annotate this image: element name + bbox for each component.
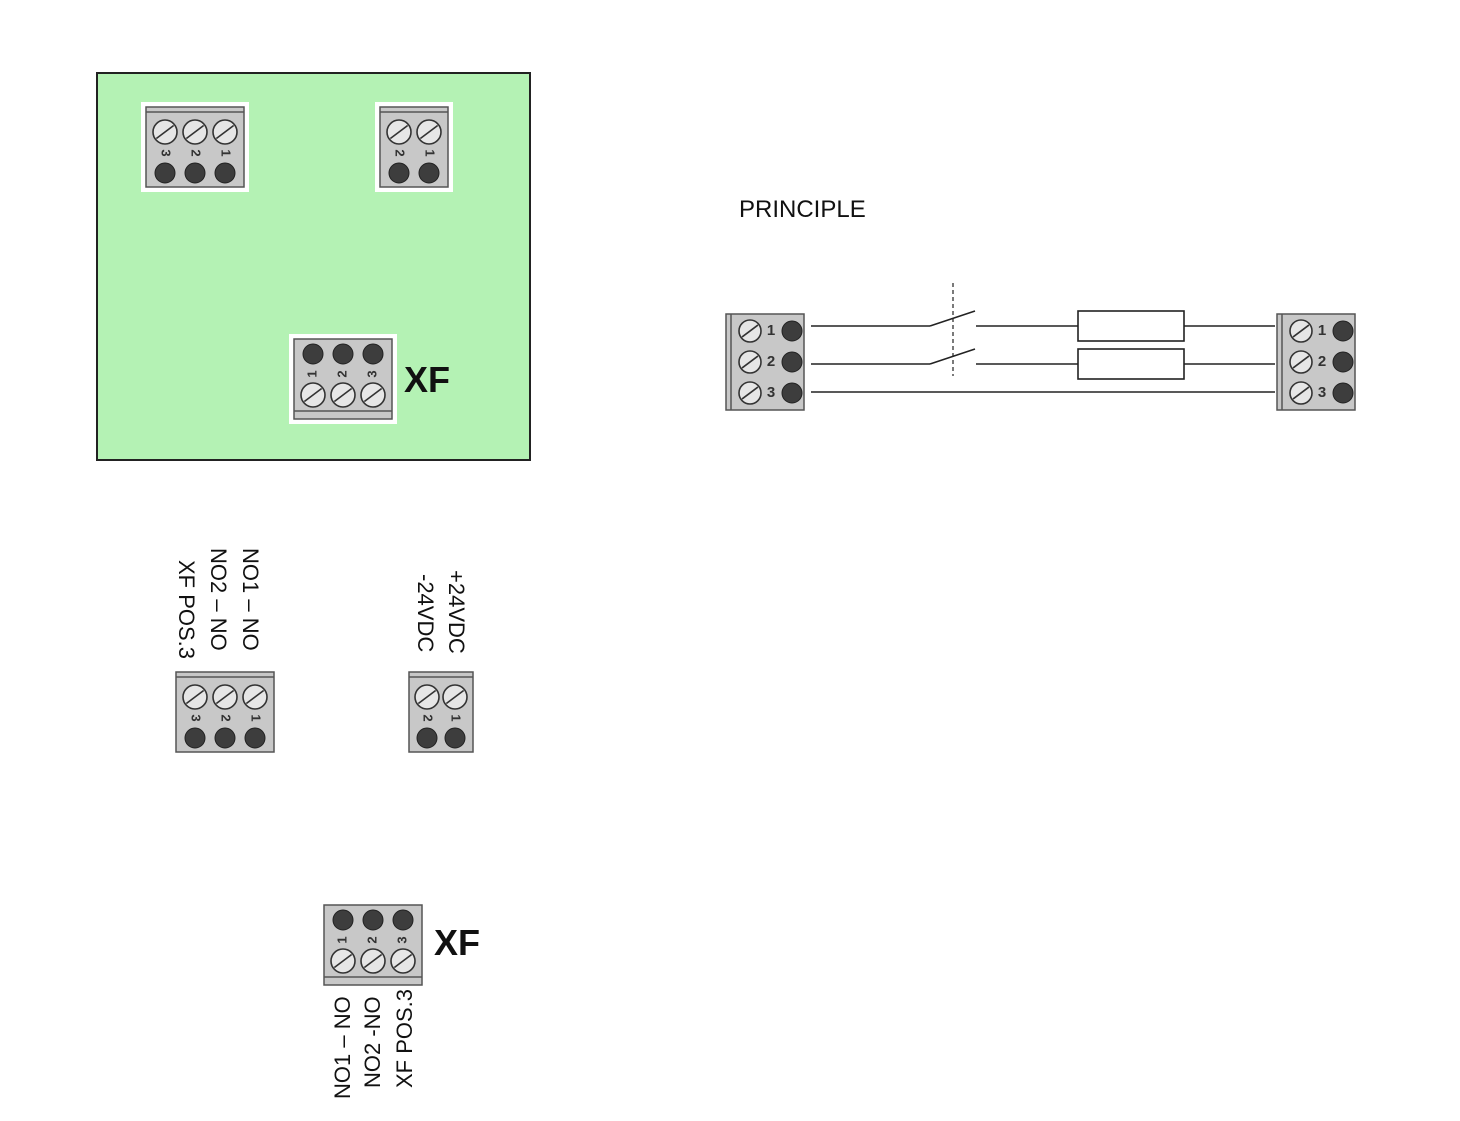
- detail-connector-3pin: 3 2 1: [175, 671, 275, 753]
- principle-right-terminal: 1 2 3: [1276, 313, 1356, 411]
- screw-slot: [1292, 386, 1310, 400]
- pin-number: 2: [421, 714, 436, 721]
- screw-slot: [1292, 324, 1310, 338]
- wire-hole-icon: [1332, 382, 1354, 404]
- detail-3pin-label-1: NO1 – NO: [238, 548, 263, 651]
- detail-xf-label-1: NO1 – NO: [330, 996, 355, 1099]
- detail-3pin-label-2: NO2 – NO: [206, 548, 231, 651]
- detail-3pin-label-3: XF POS.3: [174, 560, 199, 659]
- screw-slot: [741, 386, 759, 400]
- screw-slot: [419, 124, 439, 140]
- principle-wires: [811, 283, 1275, 393]
- wire-hole-icon: [332, 909, 354, 931]
- pin-number: 1: [219, 149, 234, 156]
- screw-slot: [445, 689, 465, 705]
- pin-number: 1: [334, 936, 349, 943]
- detail-2pin-label-1: +24VDC: [444, 570, 469, 654]
- pin-number: 2: [393, 149, 408, 156]
- wire-hole-icon: [388, 162, 410, 184]
- detail-connector-xf: 1 2 3: [323, 904, 423, 986]
- pin-number: 3: [364, 370, 379, 377]
- wire-hole-icon: [1332, 320, 1354, 342]
- wire-hole-icon: [184, 727, 206, 749]
- screw-slot: [333, 953, 353, 969]
- pin-number: 1: [423, 149, 438, 156]
- screw-slot: [303, 387, 323, 403]
- pin-number: 1: [304, 370, 319, 377]
- wire-hole-icon: [214, 727, 236, 749]
- screw-slot: [185, 689, 205, 705]
- pin-number: 3: [1318, 384, 1326, 401]
- pin-number: 2: [767, 353, 775, 370]
- screw-slot: [215, 124, 235, 140]
- pin-number: 1: [1318, 322, 1326, 339]
- pin-number: 1: [249, 714, 264, 721]
- wire-hole-icon: [1332, 351, 1354, 373]
- screw-slot: [393, 953, 413, 969]
- detail-xf-label-2: NO2 -NO: [360, 996, 385, 1088]
- screw-slot: [1292, 355, 1310, 369]
- pin-number: 1: [449, 714, 464, 721]
- screw-slot: [389, 124, 409, 140]
- board-connector-3pin: 3 2 1: [141, 102, 249, 192]
- wire-hole-icon: [418, 162, 440, 184]
- fuse-2: [1077, 348, 1185, 380]
- pin-number: 3: [189, 714, 204, 721]
- wire-hole-icon: [154, 162, 176, 184]
- pin-number: 2: [189, 149, 204, 156]
- principle-left-terminal: 1 2 3: [725, 313, 805, 411]
- principle-title: PRINCIPLE: [739, 196, 866, 223]
- pin-number: 2: [364, 936, 379, 943]
- pin-number: 2: [1318, 353, 1326, 370]
- wire-hole-icon: [444, 727, 466, 749]
- screw-slot: [333, 387, 353, 403]
- wire-hole-icon: [781, 351, 803, 373]
- screw-slot: [155, 124, 175, 140]
- wire-hole-icon: [362, 909, 384, 931]
- pin-number: 2: [334, 370, 349, 377]
- board-connector-xf: 1 2 3: [289, 334, 397, 424]
- wire-hole-icon: [332, 343, 354, 365]
- screw-slot: [741, 355, 759, 369]
- wire-hole-icon: [184, 162, 206, 184]
- detail-2pin-label-2: -24VDC: [413, 574, 438, 652]
- wire-hole-icon: [392, 909, 414, 931]
- pin-number: 1: [767, 322, 775, 339]
- wire-hole-icon: [214, 162, 236, 184]
- pin-number: 3: [159, 149, 174, 156]
- screw-slot: [363, 387, 383, 403]
- screw-slot: [417, 689, 437, 705]
- fuse-1: [1077, 310, 1185, 342]
- pin-number: 2: [219, 714, 234, 721]
- wire-hole-icon: [302, 343, 324, 365]
- screw-slot: [245, 689, 265, 705]
- wire-hole-icon: [416, 727, 438, 749]
- screw-slot: [185, 124, 205, 140]
- wire-hole-icon: [781, 382, 803, 404]
- wire-hole-icon: [244, 727, 266, 749]
- detail-xf-label-3: XF POS.3: [392, 989, 417, 1088]
- wire-hole-icon: [362, 343, 384, 365]
- pin-number: 3: [394, 936, 409, 943]
- screw-slot: [741, 324, 759, 338]
- wire-hole-icon: [781, 320, 803, 342]
- screw-slot: [215, 689, 235, 705]
- detail-xf-name: XF: [434, 922, 480, 963]
- board-xf-label: XF: [404, 359, 450, 400]
- screw-slot: [363, 953, 383, 969]
- pin-number: 3: [767, 384, 775, 401]
